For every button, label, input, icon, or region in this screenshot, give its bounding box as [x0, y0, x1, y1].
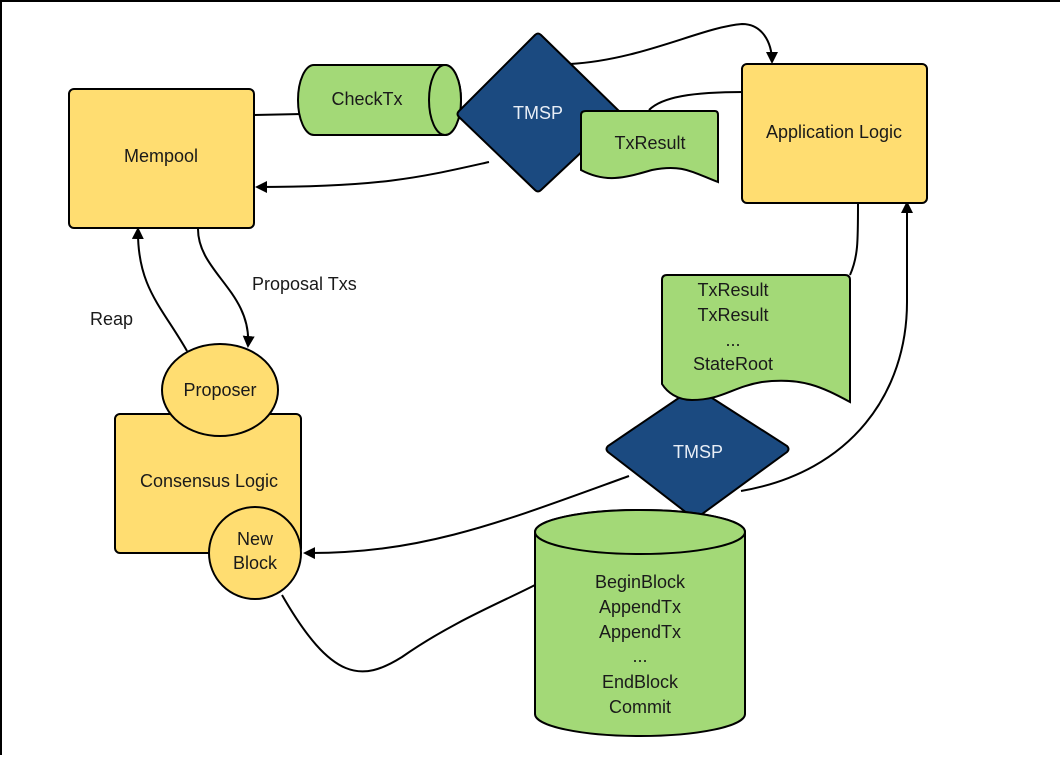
checktx-node[interactable]: CheckTx [297, 64, 462, 136]
txresult-list-line-3: ... [725, 330, 740, 350]
tmsp-bottom-node[interactable]: TMSP [605, 388, 790, 520]
edge-tmsp-to-mempool [255, 161, 490, 193]
edge-label-proposal-txs: Proposal Txs [252, 274, 357, 294]
application-logic-label: Application Logic [766, 122, 902, 142]
mempool-node[interactable]: Mempool [68, 88, 255, 229]
edges [131, 22, 913, 673]
txresult-list-line-4: StateRoot [693, 354, 773, 374]
block-ops-line-2: AppendTx [599, 597, 681, 617]
tmsp-top-node[interactable]: TMSP [456, 32, 622, 193]
edge-mempool-checktx [253, 113, 303, 116]
txresult-list-line-1: TxResult [697, 280, 768, 300]
txresult-top-label: TxResult [614, 133, 685, 153]
edge-tmsp-to-new-block [303, 475, 630, 560]
tmsp-bottom-label: TMSP [673, 442, 723, 462]
block-ops-line-6: Commit [609, 697, 671, 717]
application-logic-node[interactable]: Application Logic [741, 63, 928, 204]
txresult-list-node[interactable]: TxResult TxResult ... StateRoot [661, 274, 851, 404]
edge-tmsp-to-application-logic-bottom [740, 201, 913, 492]
edge-application-logic-txresult-list [849, 203, 859, 276]
block-ops-node[interactable]: BeginBlock AppendTx AppendTx ... EndBloc… [534, 509, 746, 737]
block-ops-line-1: BeginBlock [595, 572, 686, 592]
new-block-label-line-2: Block [233, 553, 278, 573]
checktx-label: CheckTx [331, 89, 402, 109]
edge-proposal-txs [197, 228, 255, 348]
mempool-label: Mempool [124, 146, 198, 166]
block-ops-line-3: AppendTx [599, 622, 681, 642]
block-ops-line-4: ... [632, 646, 647, 666]
block-ops-line-5: EndBlock [602, 672, 679, 692]
txresult-list-line-2: TxResult [697, 305, 768, 325]
txresult-top-node[interactable]: TxResult [580, 110, 719, 184]
consensus-logic-label: Consensus Logic [140, 471, 278, 491]
edge-application-logic-txresult [648, 91, 745, 111]
tmsp-top-label: TMSP [513, 103, 563, 123]
proposer-label: Proposer [183, 380, 256, 400]
new-block-label-line-1: New [237, 529, 274, 549]
edge-label-reap: Reap [90, 309, 133, 329]
new-block-node[interactable]: New Block [208, 506, 302, 600]
proposer-node[interactable]: Proposer [161, 343, 279, 437]
edge-new-block-block-ops [281, 584, 536, 673]
edge-tmsp-to-application-logic [569, 22, 778, 65]
edge-reap [131, 227, 188, 352]
